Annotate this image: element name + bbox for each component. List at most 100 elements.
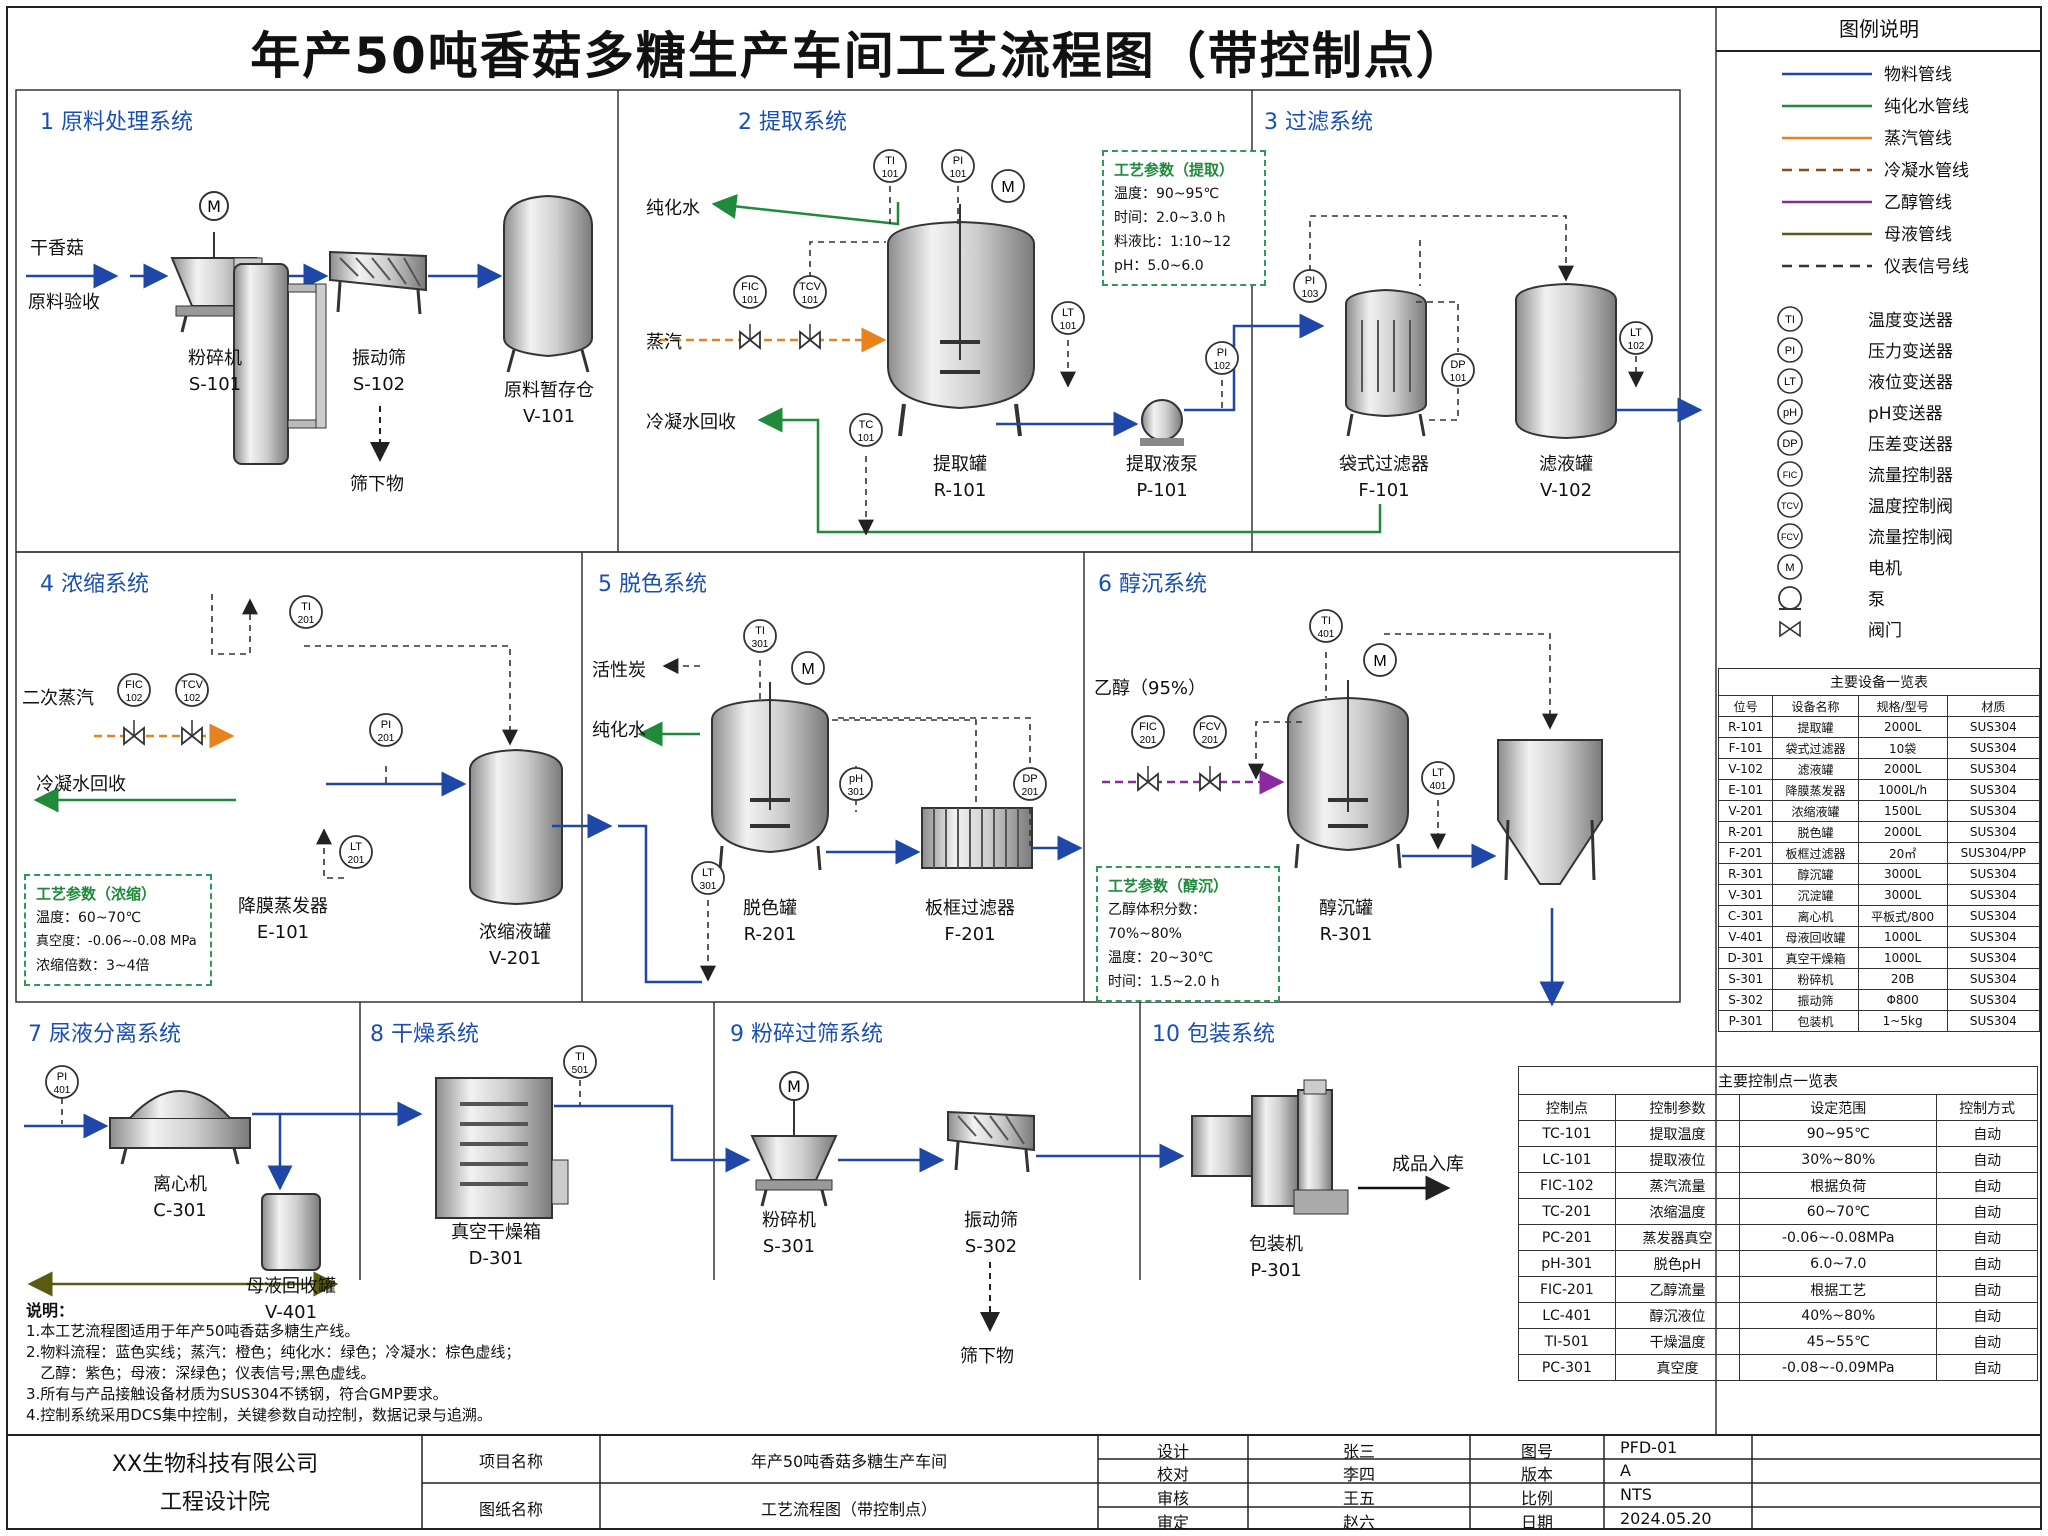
legend-symbol-label: pH变送器 — [1868, 404, 1943, 424]
control-table-cell: 干燥温度 — [1614, 1328, 1741, 1355]
equipment-table-cell: R-201 — [1717, 821, 1774, 843]
equipment-table-cell: 降膜蒸发器 — [1772, 779, 1859, 801]
control-valves — [123, 324, 1221, 792]
equipment-table-cell: 浓缩液罐 — [1772, 800, 1859, 822]
equipment-table-cell: 2000L — [1857, 821, 1948, 843]
stream-label: 二次蒸汽 — [22, 688, 94, 709]
legend-line-label: 仪表信号线 — [1884, 257, 1969, 277]
legend-symbol-label: 压差变送器 — [1868, 435, 1953, 455]
control-table-header: 控制点 — [1518, 1094, 1616, 1121]
equipment-table-cell: 沉淀罐 — [1772, 884, 1859, 906]
svg-text:103: 103 — [1302, 289, 1319, 300]
svg-text:102: 102 — [1214, 361, 1231, 372]
svg-text:TI: TI — [301, 601, 311, 613]
svg-text:M: M — [1373, 653, 1386, 670]
v301-settling-tank — [1497, 739, 1603, 885]
date-value: 2024.05.20 — [1620, 1509, 1712, 1528]
equipment-table-cell: 20B — [1857, 968, 1948, 990]
project-label: 项目名称 — [478, 1452, 543, 1471]
legend-line-label: 冷凝水管线 — [1884, 161, 1969, 181]
equipment-table-cell: SUS304 — [1946, 989, 2041, 1011]
equipment-table-cell: 1000L — [1857, 926, 1948, 948]
equipment-table-cell: 真空干燥箱 — [1772, 947, 1859, 969]
svg-text:PI: PI — [953, 155, 963, 167]
section7-lines — [24, 1101, 423, 1297]
stream-label: 筛下物 — [350, 474, 404, 495]
equipment-table-cell: Φ800 — [1857, 989, 1948, 1011]
svg-text:LT: LT — [1062, 307, 1074, 319]
control-table-cell: 真空度 — [1614, 1354, 1741, 1381]
control-table-cell: 醇沉液位 — [1614, 1302, 1741, 1329]
equipment-table-cell: SUS304 — [1946, 863, 2041, 885]
valve-icon — [1199, 766, 1221, 792]
svg-text:TI: TI — [1785, 314, 1795, 326]
equipment-table-cell: R-101 — [1717, 716, 1774, 738]
section-title: 2 提取系统 — [738, 110, 847, 135]
equipment-table-cell: 20㎡ — [1857, 842, 1948, 864]
v102-filtrate-tank — [1515, 282, 1617, 440]
legend-symbol-label: 温度控制阀 — [1868, 497, 1953, 517]
equipment-table-cell: 1500L — [1857, 800, 1948, 822]
svg-text:102: 102 — [126, 693, 143, 704]
r201-decolor-tank — [711, 682, 829, 871]
svg-text:TI: TI — [1321, 615, 1331, 627]
title-block: XX生物科技有限公司 工程设计院 项目名称 年产50吨香菇多糖生产车间 图纸名称… — [8, 1434, 2040, 1532]
equipment-table-cell: 粉碎机 — [1772, 968, 1859, 990]
control-table-cell: 30%~80% — [1739, 1146, 1938, 1173]
equipment-table-cell: 10袋 — [1857, 737, 1948, 759]
svg-text:201: 201 — [378, 733, 395, 744]
control-table-cell: TC-201 — [1518, 1198, 1616, 1225]
design-label: 设计 — [1156, 1442, 1189, 1461]
drawing-value: 工艺流程图（带控制点） — [760, 1500, 937, 1519]
equipment-table-cell: SUS304 — [1946, 800, 2041, 822]
valve-icon — [123, 720, 145, 746]
stream-label: 纯化水 — [592, 720, 646, 741]
control-table-cell: 60~70℃ — [1739, 1198, 1938, 1225]
equipment-table-cell: 2000L — [1857, 758, 1948, 780]
control-table-header: 设定范围 — [1739, 1094, 1938, 1121]
r301-precip-tank — [1287, 680, 1409, 869]
svg-text:M: M — [1001, 179, 1014, 196]
svg-text:M: M — [787, 1077, 801, 1096]
check-label: 校对 — [1156, 1465, 1189, 1484]
equipment-table-cell: 1~5kg — [1857, 1010, 1948, 1032]
p301-packer — [1191, 1079, 1349, 1215]
svg-text:101: 101 — [802, 295, 819, 306]
svg-text:TI: TI — [575, 1051, 585, 1063]
s302-screen — [947, 1110, 1035, 1173]
s301-crusher: M — [750, 1071, 838, 1207]
review-label: 审核 — [1156, 1489, 1189, 1508]
svg-text:PI: PI — [1785, 345, 1795, 357]
e101-evaporator — [233, 257, 327, 465]
instrument-symbol-icon: FIC — [1777, 461, 1803, 487]
equipment-table-cell: P-301 — [1717, 1010, 1774, 1032]
control-table-cell: 自动 — [1936, 1172, 2038, 1199]
section-title: 10 包装系统 — [1152, 1022, 1275, 1047]
svg-text:TI: TI — [885, 155, 895, 167]
stream-label: 筛下物 — [960, 1346, 1014, 1367]
svg-text:LT: LT — [350, 841, 362, 853]
svg-text:301: 301 — [752, 639, 769, 650]
equipment-table-cell: F-201 — [1717, 842, 1774, 864]
control-table-cell: TI-501 — [1518, 1328, 1616, 1355]
equipment-table-cell: 母液回收罐 — [1772, 926, 1859, 948]
control-table-cell: 根据工艺 — [1739, 1276, 1938, 1303]
rev-value: A — [1620, 1461, 1631, 1480]
control-table-cell: 自动 — [1936, 1198, 2038, 1225]
legend-symbol-label: 泵 — [1868, 590, 1885, 610]
svg-text:301: 301 — [848, 787, 865, 798]
section-title: 1 原料处理系统 — [40, 110, 193, 135]
equipment-table-cell: 1000L — [1857, 947, 1948, 969]
